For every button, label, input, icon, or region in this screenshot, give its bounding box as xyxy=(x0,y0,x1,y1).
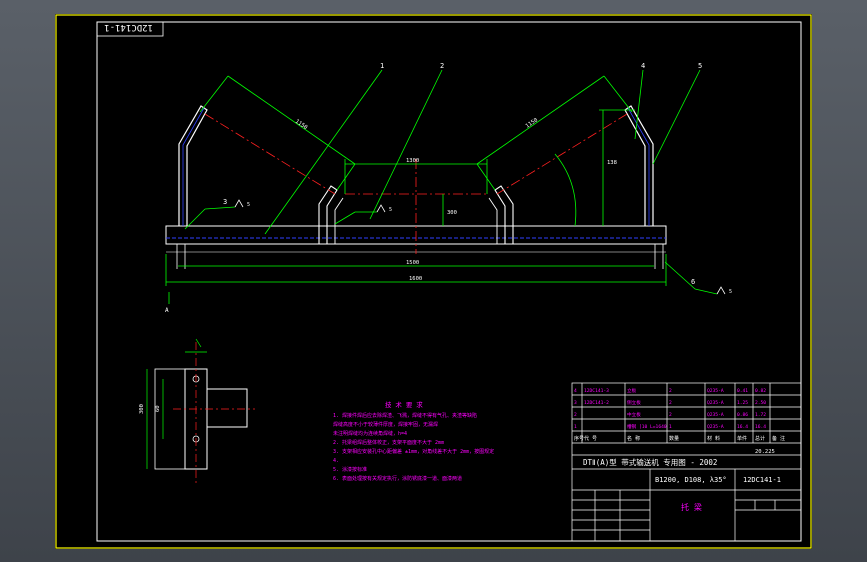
leader-label-6: 6 xyxy=(691,278,695,286)
bom-header-cell: 总计 xyxy=(755,435,765,442)
tech-line: 1. 焊接件焊后应去除焊渣、飞溅，焊缝不得有气孔、夹渣等缺陷 xyxy=(333,412,477,419)
title-code: 12DC141-1 xyxy=(743,476,781,484)
title-main: DTⅡ(A)型 带式输送机 专用图 - 2002 xyxy=(583,457,717,467)
dim-arm-left: 1150 xyxy=(294,119,308,131)
title-name: 托 梁 xyxy=(681,502,702,512)
bom-cell: 1 xyxy=(574,424,577,430)
bom-cell: 0.86 xyxy=(737,412,748,418)
bom-cell: Q235-A xyxy=(707,412,724,418)
center-bracket-right-2 xyxy=(488,197,498,244)
tech-heading: 技 术 要 求 xyxy=(385,400,423,409)
bom-header: 序号代 号 名 称 数量 材 料 单件 总计备 注 xyxy=(574,435,785,442)
bom-cell: Q235-A xyxy=(707,388,724,394)
tech-line: 4. xyxy=(333,458,339,464)
bom-cell: 1.25 xyxy=(737,400,748,406)
bom-cell: 1 xyxy=(669,424,672,430)
dim-height: 300 xyxy=(447,210,457,216)
tech-line: 2. 托梁组焊后整体校正，支架平面度不大于 2mm xyxy=(333,439,444,446)
bom-header-cell: 代 号 xyxy=(584,435,597,442)
bom-cell: 4 xyxy=(574,388,577,394)
dim-arm-right: 1150 xyxy=(525,117,539,129)
bom-cell: Q235-A xyxy=(707,424,724,430)
bom-cell: 16.4 xyxy=(737,424,748,430)
bom-cell: 0.82 xyxy=(755,388,766,394)
bom-cell: Q235-A xyxy=(707,400,724,406)
dim-side-height: 138 xyxy=(607,160,617,166)
tech-line: 5. 涂漆按标准 xyxy=(333,466,367,473)
leader-labels: 1 2 3 4 5 6 xyxy=(223,62,702,286)
bom-header-cell: 数量 xyxy=(669,435,679,442)
tech-line: 3. 支架相应安装孔中心距偏差 ±1mm，对角线差不大于 2mm，按图规定 xyxy=(333,448,494,455)
bom-cell: 12DC141-3 xyxy=(584,388,609,394)
detail-dim-height: 300 xyxy=(139,404,145,414)
leader-label-3: 3 xyxy=(223,198,227,206)
detail-view: 300 60 xyxy=(139,338,255,484)
weld-size-3: 5 xyxy=(729,289,732,295)
leader-label-4: 4 xyxy=(641,62,645,70)
stamp-text: 12DC141-1 xyxy=(104,22,153,32)
tech-line: 未注明焊缝均为连续角焊缝，h=4 xyxy=(333,430,407,437)
bom-header-cell: 备 注 xyxy=(772,435,785,442)
bom-header-cell: 单件 xyxy=(737,435,747,442)
tech-line: 6. 表面处理按有关规定执行，涂防锈底漆一道、面漆两道 xyxy=(333,475,462,482)
centerline-roller-right xyxy=(496,113,628,195)
title-scale: 20.225 xyxy=(755,449,775,455)
leader-label-5: 5 xyxy=(698,62,702,70)
weld-size-2: 5 xyxy=(389,207,392,213)
bom-cell: 12DC141-2 xyxy=(584,400,609,406)
bom-cell: 16.4 xyxy=(755,424,766,430)
sheet-outer-border xyxy=(55,14,812,549)
bom-cell: 立板 xyxy=(627,387,637,394)
center-bracket-right xyxy=(494,185,514,244)
drawing-sheet: 12DC141-1 xyxy=(55,14,812,549)
cad-drawing[interactable]: 12DC141-1 xyxy=(55,14,812,549)
tech-requirements: 技 术 要 求 1. 焊接件焊后应去除焊渣、飞溅，焊缝不得有气孔、夹渣等缺陷 焊… xyxy=(333,400,494,482)
bom-cell: 3 xyxy=(574,400,577,406)
bom-header-cell: 序号 xyxy=(574,435,584,442)
bom-cell: 中立板 xyxy=(627,411,641,418)
bom-cell: 侧立板 xyxy=(627,399,641,406)
bom-cell: 1.72 xyxy=(755,412,766,418)
bom-cell: 槽钢 [10 L=1640 xyxy=(627,423,667,430)
weld-size-1: 5 xyxy=(247,202,250,208)
bom-cell: 2 xyxy=(669,412,672,418)
stamp-box xyxy=(96,21,164,37)
section-mark: A xyxy=(165,307,169,314)
bom-cell: 2.50 xyxy=(755,400,766,406)
center-bracket-left xyxy=(318,185,338,244)
leader-label-2: 2 xyxy=(440,62,444,70)
bom-cell: 2 xyxy=(669,400,672,406)
dim-center-width: 1300 xyxy=(406,158,419,164)
centerline-roller-left xyxy=(204,113,336,195)
detail-dim-width: 60 xyxy=(155,405,161,412)
title-spec: B1200, D108, λ35° xyxy=(655,476,727,484)
dim-inner-span: 1500 xyxy=(406,260,419,266)
bom-cell: 2 xyxy=(669,388,672,394)
weld-symbols xyxy=(234,199,726,295)
dimension-lines xyxy=(165,69,718,304)
dim-overall-length: 1600 xyxy=(409,276,422,282)
bom-cell: 0.41 xyxy=(737,388,748,394)
title-block xyxy=(571,382,802,542)
weld-texts: 5 5 5 xyxy=(247,202,732,295)
bom-header-cell: 材 料 xyxy=(707,435,720,442)
leader-label-1: 1 xyxy=(380,62,384,70)
left-side-bracket-inner xyxy=(182,107,205,226)
bom-header-cell: 名 称 xyxy=(627,435,640,442)
tech-line: 焊缝高度不小于较薄件厚度，焊接牢固，无漏焊 xyxy=(333,421,438,428)
right-side-bracket-inner xyxy=(627,107,650,226)
bom-cell: 2 xyxy=(574,412,577,418)
center-bracket-left-2 xyxy=(334,197,344,244)
sheet-inner-border xyxy=(96,21,802,542)
